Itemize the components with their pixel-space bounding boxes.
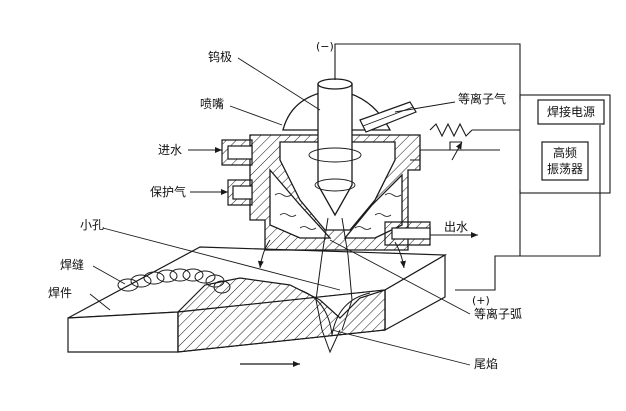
weld-seam [117,268,231,294]
label-water-out: 出水 [444,220,469,234]
label-negative-terminal: (−) [316,40,334,53]
label-tail-flame: 尾焰 [474,357,499,371]
water-outlet-pipe [384,221,431,246]
label-water-in: 进水 [158,143,183,157]
oscillator-label-line2: 振荡器 [546,162,583,176]
oscillator-box [541,141,589,181]
plasma-arc [315,217,353,354]
label-positive-terminal: (+) [472,294,490,307]
label-weld-seam: 焊缝 [60,258,85,272]
label-shielding-gas: 保护气 [150,185,187,199]
shielding-gas-pipe [227,179,253,206]
label-tungsten-electrode: 钨极 [208,50,233,64]
workpiece-block [67,246,448,353]
tungsten-electrode [308,78,362,217]
flow-arrows [257,239,406,269]
label-small-hole: 小孔 [80,218,105,232]
label-nozzle: 喷嘴 [200,97,225,111]
outer-control-frame [519,94,611,194]
resistor-arrow [451,141,463,161]
oscillator-label-line1: 高频 [552,146,577,160]
circuit-wiring [334,43,601,291]
water-inlet-pipe [221,139,253,166]
power-supply-box [537,99,605,125]
leader-lines [89,57,471,366]
power-supply-label: 焊接电源 [546,105,595,119]
label-plasma-arc: 等离子弧 [474,307,523,321]
label-plasma-gas: 等离子气 [458,92,507,106]
label-workpiece: 焊件 [48,286,73,300]
